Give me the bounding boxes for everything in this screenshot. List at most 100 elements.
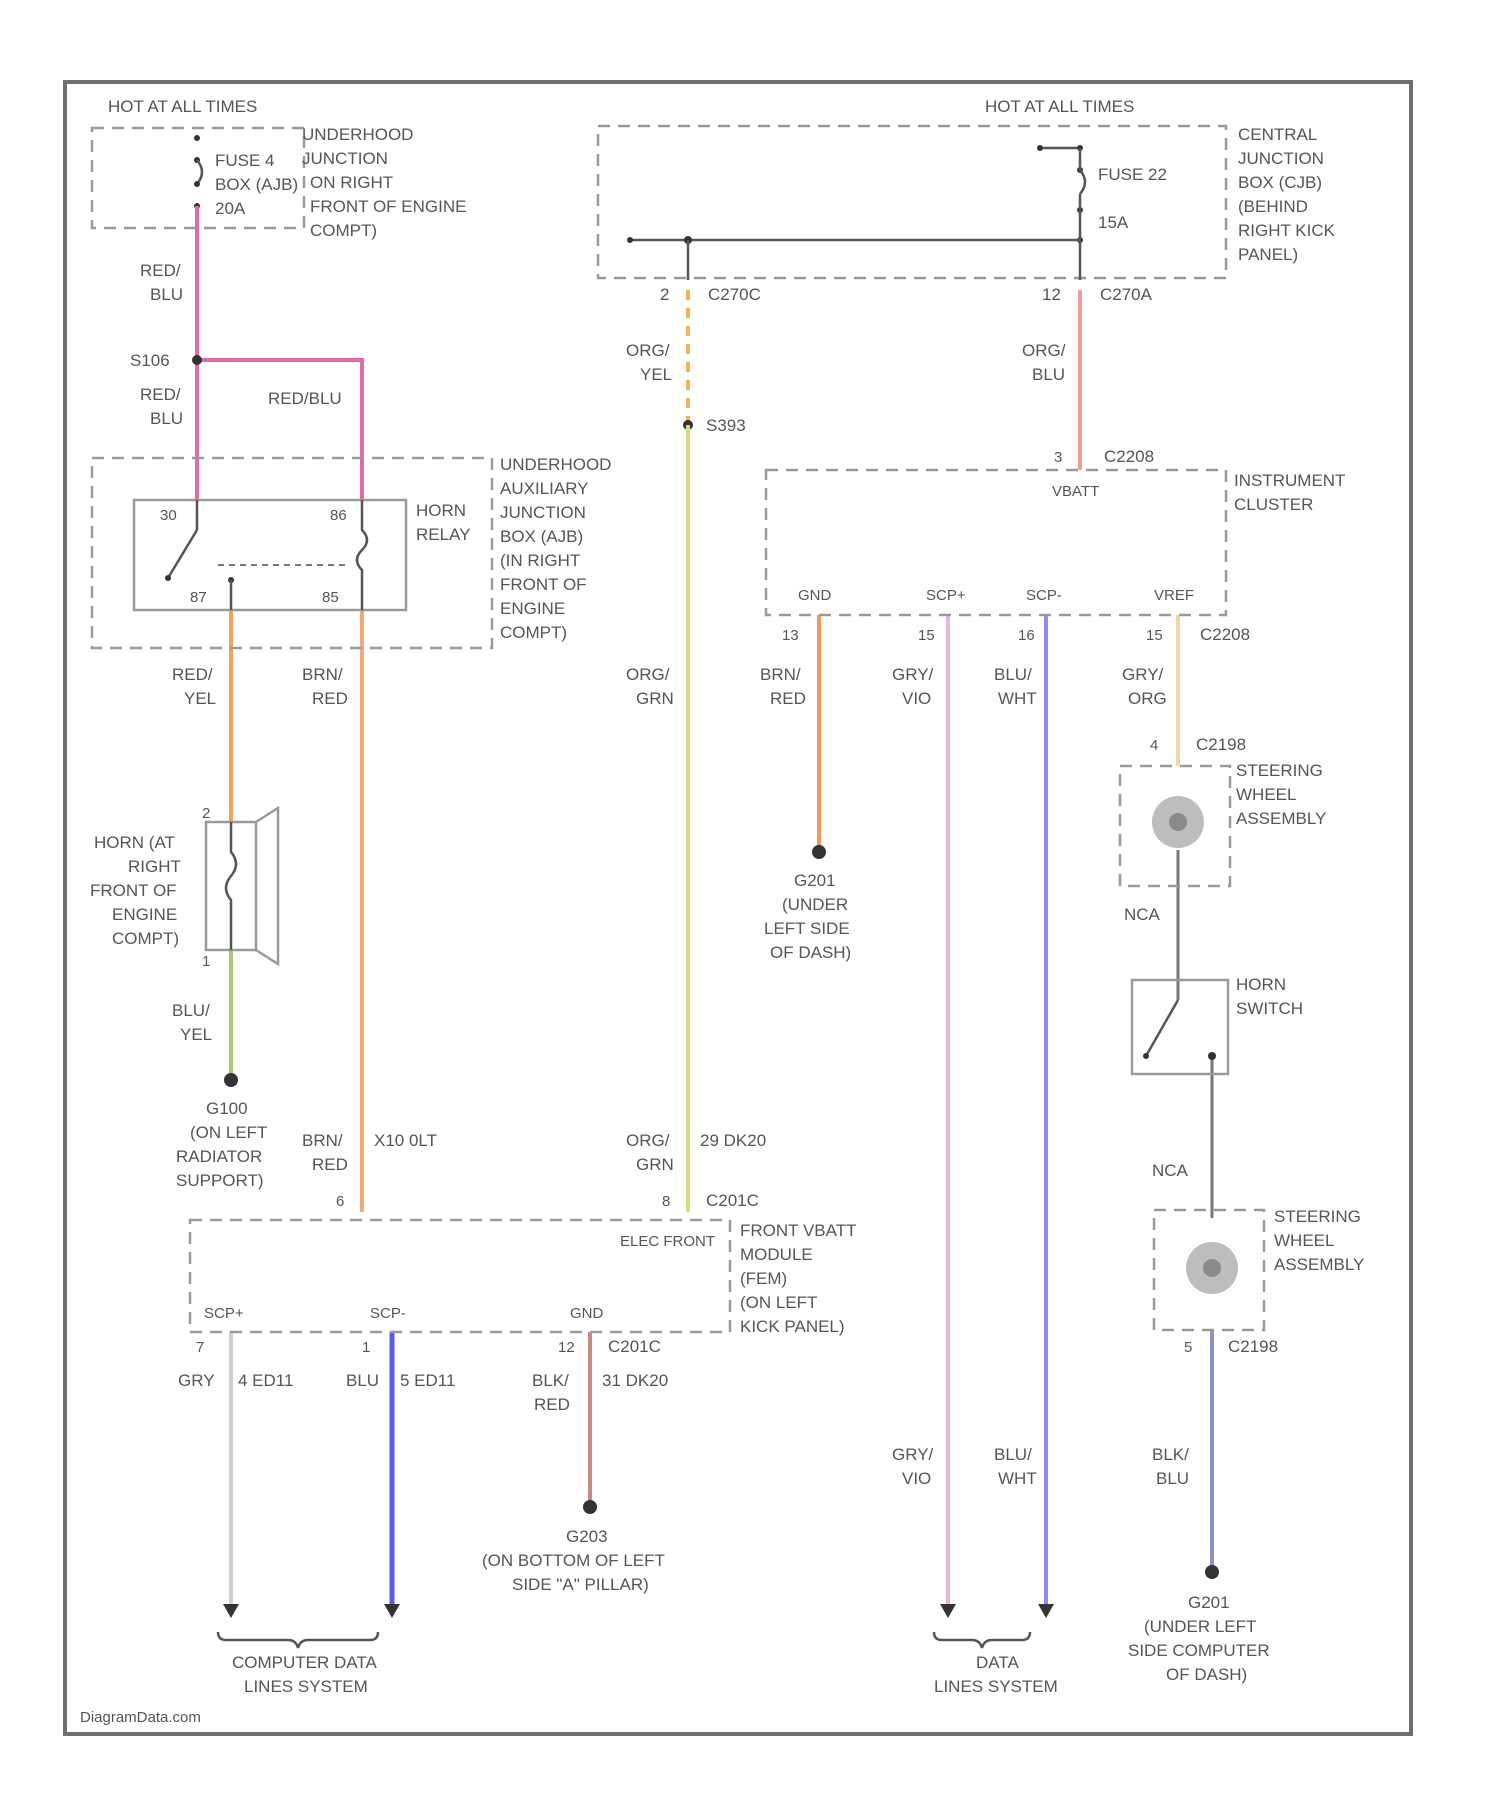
cluster-conn-pin: 3	[1054, 449, 1062, 466]
g203-line-1: G203	[566, 1527, 608, 1546]
horn-switch: HORN SWITCH	[1132, 975, 1303, 1074]
label-gry-vio-2: VIO	[902, 689, 931, 708]
label-brn-red-lower-2: RED	[312, 1155, 348, 1174]
gem-name: ELEC FRONT	[620, 1233, 715, 1250]
label-brn-red-relay-1: BRN/	[302, 665, 343, 684]
steering-wheel-upper: 4 C2198 STEERING WHEEL ASSEMBLY	[1120, 735, 1326, 886]
label-red-yel-2: YEL	[184, 689, 216, 708]
label-red-blu-top-2: BLU	[150, 285, 183, 304]
horn-relay-block: 30 86 87 85 HORN RELAY UNDERHOOD AUXILIA…	[92, 455, 611, 648]
gem-wire-gry-code: 4 ED11	[238, 1371, 293, 1390]
wire-labels: RED/ BLU S106 RED/ BLU RED/BLU ORG/ YEL …	[130, 261, 1189, 1488]
diagram-frame	[65, 82, 1411, 1734]
label-brn-red-lower-code: X10 0LT	[374, 1131, 437, 1150]
left-fuse-box: HOT AT ALL TIMES FUSE 4 BOX (AJB) 20A UN…	[92, 97, 466, 240]
gem-pin-scp-minus: SCP-	[370, 1305, 406, 1322]
cluster-pin-vref: VREF	[1154, 587, 1194, 604]
relay-name-1: HORN	[416, 501, 466, 520]
label-gry-org-2: ORG	[1128, 689, 1167, 708]
relay-box-5: (IN RIGHT	[500, 551, 580, 570]
cluster-pinnum-1: 13	[782, 627, 799, 644]
label-org-blu-1: ORG/	[1022, 341, 1066, 360]
left-fuse-label-3: 20A	[215, 199, 246, 218]
label-gry-vio-lower-1: GRY/	[892, 1445, 934, 1464]
label-red-blu-left-1: RED/	[140, 385, 181, 404]
label-org-yel-1: ORG/	[626, 341, 670, 360]
central-hot-label: HOT AT ALL TIMES	[985, 97, 1134, 116]
cluster-pin-scp-plus: SCP+	[926, 587, 966, 604]
gem-line-2: MODULE	[740, 1245, 813, 1264]
gem-pin-gnd: GND	[570, 1305, 604, 1322]
instrument-cluster: 3 C2208 VBATT INSTRUMENT CLUSTER GND SCP…	[766, 447, 1345, 644]
label-splice-s393: S393	[706, 416, 746, 435]
label-org-grn-lower-1: ORG/	[626, 1131, 670, 1150]
label-blu-wht-lower-1: BLU/	[994, 1445, 1032, 1464]
g201-line-1: G201	[794, 871, 836, 890]
left-box-label-2: JUNCTION	[302, 149, 388, 168]
relay-box-7: ENGINE	[500, 599, 565, 618]
label-gry-org-1: GRY/	[1122, 665, 1164, 684]
label-org-grn-mid-2: GRN	[636, 689, 674, 708]
central-box-label-3: BOX (CJB)	[1238, 173, 1322, 192]
label-red-blu-top-1: RED/	[140, 261, 181, 280]
cluster-vbatt: VBATT	[1052, 483, 1099, 500]
central-conn-left: C270C	[708, 285, 761, 304]
ground-g100: G100 (ON LEFT RADIATOR SUPPORT)	[176, 1073, 267, 1190]
cluster-pin-scp-minus: SCP-	[1026, 587, 1062, 604]
gem-wire-blk-code: 31 DK20	[602, 1371, 668, 1390]
relay-box-4: BOX (AJB)	[500, 527, 583, 546]
label-red-blu-right: RED/BLU	[268, 389, 342, 408]
cluster-name-2: CLUSTER	[1234, 495, 1313, 514]
gem-conn-b: C201C	[608, 1337, 661, 1356]
g100-line-4: SUPPORT)	[176, 1171, 264, 1190]
gem-line-3: (FEM)	[740, 1269, 787, 1288]
central-box-label-4: (BEHIND	[1238, 197, 1308, 216]
gem-wire-gry: GRY	[178, 1371, 215, 1390]
relay-pin-87: 87	[190, 589, 207, 606]
relay-box-3: JUNCTION	[500, 503, 586, 522]
steering-upper-2: WHEEL	[1236, 785, 1296, 804]
central-box-label-2: JUNCTION	[1238, 149, 1324, 168]
left-box-label-4: FRONT OF ENGINE	[310, 197, 466, 216]
label-blk-blu-lower-2: BLU	[1156, 1469, 1189, 1488]
g201-line-4: OF DASH)	[770, 943, 851, 962]
wire-red-blu-branch	[197, 360, 362, 500]
cluster-name-1: INSTRUMENT	[1234, 471, 1345, 490]
ground-g203: G203 (ON BOTTOM OF LEFT SIDE "A" PILLAR)	[482, 1500, 665, 1594]
data-lines-2: LINES SYSTEM	[934, 1677, 1058, 1696]
gem-pinnum-1: 7	[196, 1339, 204, 1356]
steering-lower-2: WHEEL	[1274, 1231, 1334, 1250]
ground-g201b: G201 (UNDER LEFT SIDE COMPUTER OF DASH)	[1128, 1565, 1270, 1684]
horn-label-1: HORN (AT	[94, 833, 175, 852]
gem-wire-blk-2: RED	[534, 1395, 570, 1414]
gem-wire-blk-1: BLK/	[532, 1371, 569, 1390]
cluster-pinnum-2: 15	[918, 627, 935, 644]
gem-wire-blu-code: 5 ED11	[400, 1371, 455, 1390]
gem-wire-blu: BLU	[346, 1371, 379, 1390]
g201b-line-4: OF DASH)	[1166, 1665, 1247, 1684]
left-fuse-label-1: FUSE 4	[215, 151, 275, 170]
label-red-blu-left-2: BLU	[150, 409, 183, 428]
horn-label-2: RIGHT	[128, 857, 181, 876]
label-red-yel-1: RED/	[172, 665, 213, 684]
watermark: DiagramData.com	[80, 1709, 201, 1726]
relay-box-8: COMPT)	[500, 623, 567, 642]
label-brn-red-cluster-1: BRN/	[760, 665, 801, 684]
g201-line-2: (UNDER	[782, 895, 848, 914]
gem-line-4: (ON LEFT	[740, 1293, 817, 1312]
left-box-label-1: UNDERHOOD	[302, 125, 413, 144]
steering-lower-3: ASSEMBLY	[1274, 1255, 1364, 1274]
label-nca-upper: NCA	[1124, 905, 1161, 924]
g100-line-2: (ON LEFT	[190, 1123, 267, 1142]
horn-pin-bottom: 1	[202, 953, 210, 970]
ground-g201: G201 (UNDER LEFT SIDE OF DASH)	[764, 845, 851, 962]
label-blu-wht-1: BLU/	[994, 665, 1032, 684]
g100-line-3: RADIATOR	[176, 1147, 262, 1166]
g203-line-2: (ON BOTTOM OF LEFT	[482, 1551, 665, 1570]
cluster-conn: C2208	[1104, 447, 1154, 466]
data-lines-1: DATA	[976, 1653, 1019, 1672]
left-box-label-5: COMPT)	[310, 221, 377, 240]
horn-switch-2: SWITCH	[1236, 999, 1303, 1018]
cluster-pinnum-4: 15	[1146, 627, 1163, 644]
